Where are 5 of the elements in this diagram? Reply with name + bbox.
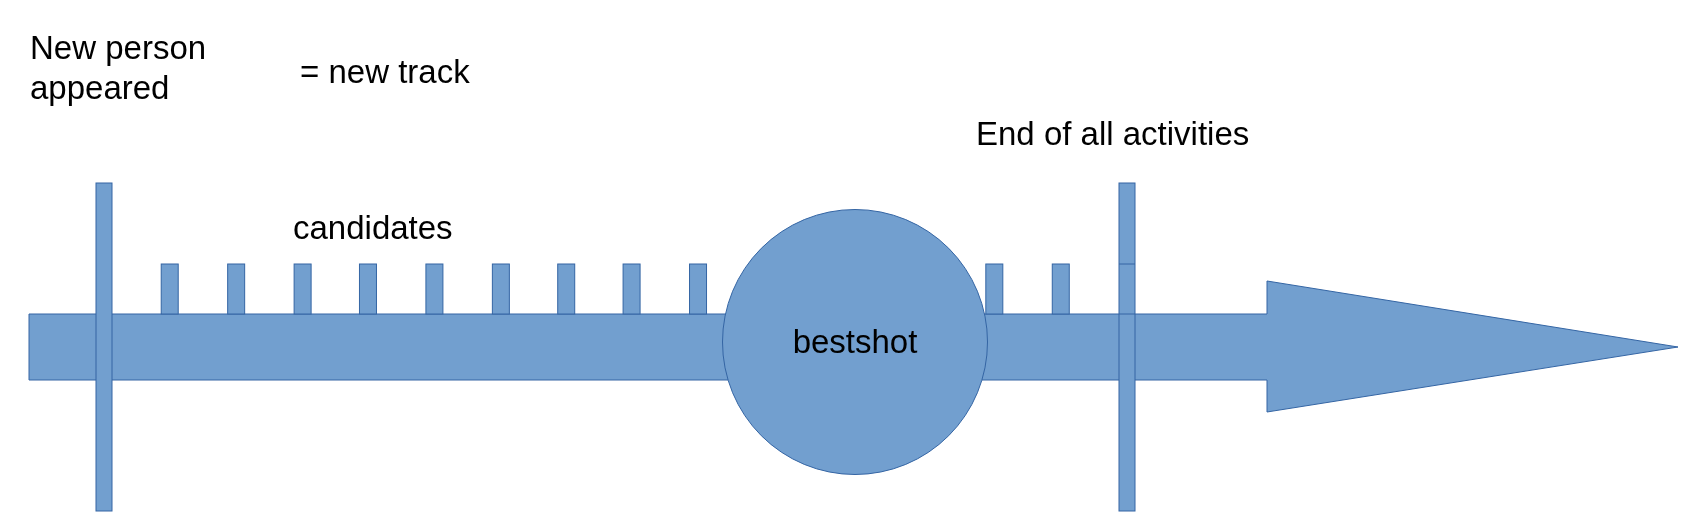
annotation-text: = new track — [300, 52, 471, 92]
annotation-text: candidates — [293, 208, 454, 248]
annotation-text: New person appeared — [30, 28, 208, 108]
annotation-text: End of all activities — [976, 114, 1251, 154]
node-label: bestshot — [792, 323, 918, 361]
